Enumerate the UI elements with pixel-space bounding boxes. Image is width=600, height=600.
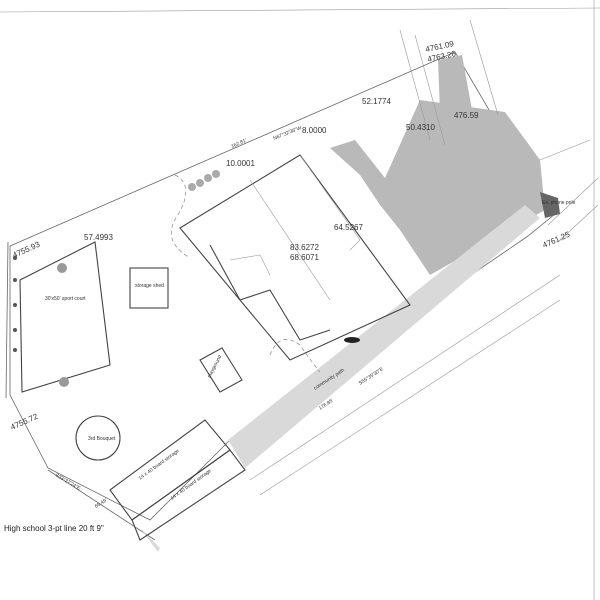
- bearing-bottom-left: S33°37'24"E: [54, 473, 82, 493]
- tree-2: [196, 179, 204, 187]
- field-rectangle-2: [131, 449, 246, 541]
- dim-476-59: 476.59: [454, 111, 479, 120]
- boundary-west-line: [5, 241, 9, 399]
- dim-64-5267: 64.5267: [334, 223, 363, 232]
- storage-shed: [129, 267, 169, 309]
- road-line-3: [469, 19, 499, 116]
- dim-4761-25: 4761.25: [541, 230, 572, 250]
- dim-57-4993: 57.4993: [84, 233, 113, 242]
- road-line-7: [259, 299, 561, 496]
- dim-68-6071: 68.6071: [290, 253, 319, 262]
- tree-row: [188, 170, 220, 191]
- label-circle: 3rd Bouquet: [88, 436, 116, 442]
- building-partition-3: [229, 254, 271, 276]
- boundary-south-line: [47, 469, 156, 541]
- building-outline: [179, 154, 411, 361]
- building-partition-2: [299, 154, 361, 251]
- tree-1: [188, 183, 196, 191]
- parking-lot-area: [330, 100, 545, 275]
- label-corner-box: Ex. phone pole: [542, 200, 576, 206]
- road-line-1: [399, 29, 431, 141]
- dim-162-81: 162.81': [230, 138, 247, 150]
- playground-area: [199, 347, 243, 393]
- dim-83-6272: 83.6272: [290, 243, 319, 252]
- label-playground: playground: [206, 354, 223, 379]
- road-line-8: [249, 274, 561, 481]
- scan-edge-top: [0, 7, 600, 13]
- road-line-4: [539, 139, 591, 161]
- dim-52-1774: 52.1774: [362, 97, 391, 106]
- sport-court: [19, 241, 111, 393]
- road-line-6: [559, 204, 599, 241]
- circle-feature: [75, 415, 121, 461]
- dim-8-0000: 8.0000: [302, 126, 327, 135]
- tree-3: [204, 174, 212, 182]
- dim-4755-72: 4755.72: [9, 412, 40, 432]
- label-field-2: 14 x 40 board storage: [170, 468, 213, 502]
- corner-box: [540, 192, 560, 218]
- walking-path-2: [269, 339, 321, 373]
- court-dot-2: [59, 377, 69, 387]
- west-markers: [13, 256, 17, 352]
- marker-ellipse: [344, 337, 360, 343]
- dim-10-0001: 10.0001: [226, 159, 255, 168]
- label-sport-court: 30'x50' sport court: [45, 296, 86, 302]
- tree-4: [212, 170, 220, 178]
- parking-driveway: [438, 55, 472, 112]
- dim-50-4310: 50.4310: [406, 123, 435, 132]
- label-storage-shed: storage shed: [135, 283, 164, 289]
- walking-path-1: [170, 174, 191, 259]
- bearing-top: N67°32'36"W: [273, 125, 303, 142]
- road-line-5: [547, 177, 599, 226]
- court-dot-1: [57, 263, 67, 273]
- field-rectangle-1: [109, 419, 231, 521]
- road-line-2: [414, 34, 446, 146]
- caption-text: High school 3-pt line 20 ft 9": [4, 524, 104, 533]
- building-partition-1: [249, 179, 331, 301]
- driveway-tip: [140, 528, 160, 552]
- dim-4755-93: 4755.93: [11, 240, 42, 260]
- driveway-strip: [228, 205, 540, 468]
- bearing-bottom-right: S55°35'30"E: [358, 366, 385, 387]
- building-inner-wall: [209, 244, 331, 341]
